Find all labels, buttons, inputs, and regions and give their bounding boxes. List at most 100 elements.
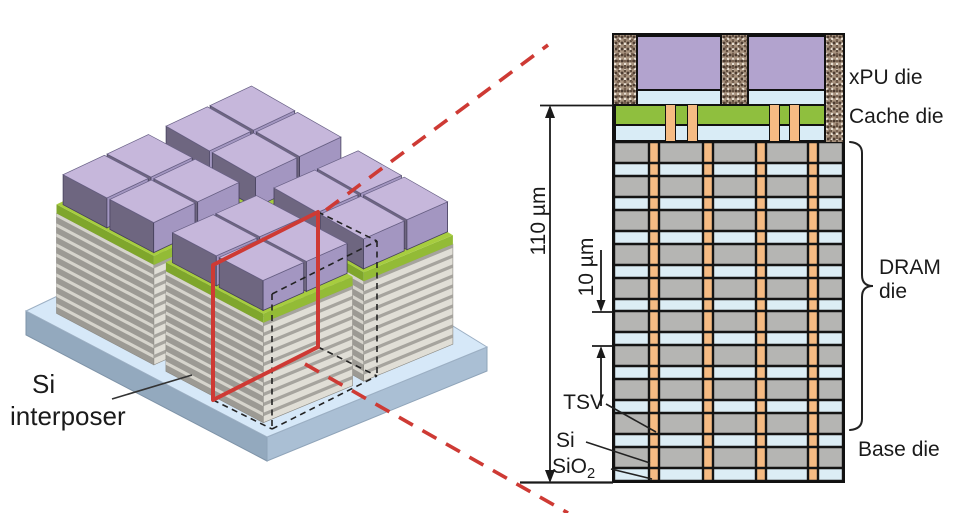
si-cell — [766, 345, 808, 367]
tsv-cell — [756, 175, 766, 197]
tsv-cell — [703, 209, 713, 231]
sio2-cell — [659, 163, 703, 176]
si-cell — [659, 209, 703, 231]
sio2-cell — [818, 196, 843, 210]
si-cell — [766, 379, 808, 401]
tsv-cell — [808, 311, 818, 333]
sio2-cell — [713, 163, 756, 176]
sio2-cell — [614, 468, 649, 481]
tsv-cell — [703, 400, 713, 414]
tsv-cell — [808, 298, 818, 312]
tsv-cell — [703, 447, 713, 469]
sio2-cell — [766, 163, 808, 176]
si-cell — [614, 447, 649, 469]
sio2-cell — [713, 400, 756, 414]
si-cell — [713, 277, 756, 299]
sio2-cell — [766, 298, 808, 312]
tsv-cell — [756, 264, 766, 278]
si-cell — [659, 142, 703, 163]
si-cell — [614, 345, 649, 367]
sio2-cell — [818, 468, 843, 481]
tsv-cell — [649, 209, 659, 231]
tsv-label: TSV — [563, 391, 604, 414]
sio2-cell — [818, 163, 843, 176]
sio2-cell — [766, 366, 808, 380]
si-cell — [659, 243, 703, 265]
sio2-cell — [659, 434, 703, 448]
si-cell — [614, 142, 649, 163]
sio2-cell — [659, 298, 703, 312]
section-plane-outline — [211, 210, 320, 402]
tsv-cell — [649, 447, 659, 469]
mold-column-left — [614, 35, 636, 106]
si-cell — [713, 447, 756, 469]
si-interposer-label-line2: interposer — [10, 401, 126, 431]
si-cell — [766, 142, 808, 163]
sio2-cell — [614, 163, 649, 176]
tsv-cell — [756, 366, 766, 380]
si-cell — [766, 209, 808, 231]
tsv-cell — [703, 243, 713, 265]
cache-tsv — [769, 104, 780, 142]
tsv-cell — [703, 196, 713, 210]
tsv-cell — [808, 142, 818, 163]
si-cell — [713, 345, 756, 367]
tsv-cell — [649, 230, 659, 244]
sio2-cell — [614, 298, 649, 312]
si-cell — [818, 447, 843, 469]
sio2-cell — [766, 400, 808, 414]
si-interposer-label-line1: Si — [32, 369, 56, 399]
tsv-cell — [756, 468, 766, 481]
tsv-cell — [649, 379, 659, 401]
sio2-cell — [766, 264, 808, 278]
tsv-cell — [756, 379, 766, 401]
tsv-cell — [703, 345, 713, 367]
si-cell — [614, 209, 649, 231]
tsv-cell — [808, 209, 818, 231]
tsv-cell — [649, 366, 659, 380]
sio2-cell — [766, 468, 808, 481]
tsv-cell — [756, 447, 766, 469]
si-cell — [818, 243, 843, 265]
sio2-cell — [713, 434, 756, 448]
tsv-cell — [703, 468, 713, 481]
package-3d-illustration — [24, 43, 569, 513]
si-cell — [614, 311, 649, 333]
si-cell — [614, 413, 649, 435]
tsv-cell — [808, 413, 818, 435]
si-cell — [818, 345, 843, 367]
xpu-die-2 — [747, 35, 826, 91]
sio2-cell — [818, 230, 843, 244]
sio2-cell — [818, 332, 843, 346]
sio2-cell — [818, 400, 843, 414]
tsv-cell — [703, 175, 713, 197]
si-cell — [614, 175, 649, 197]
tsv-cell — [649, 298, 659, 312]
sio2-cell — [659, 196, 703, 210]
sio2-cell — [614, 434, 649, 448]
sio2-cell — [659, 264, 703, 278]
tsv-cell — [703, 277, 713, 299]
tsv-cell — [649, 311, 659, 333]
tsv-cell — [756, 332, 766, 346]
tsv-cell — [808, 468, 818, 481]
tsv-cell — [756, 400, 766, 414]
tsv-cell — [649, 142, 659, 163]
dram-stack-grid — [614, 142, 843, 481]
si-cell — [614, 379, 649, 401]
si-cell — [659, 175, 703, 197]
si-cell — [659, 277, 703, 299]
si-cell — [818, 277, 843, 299]
sio2-cell — [818, 366, 843, 380]
tsv-cell — [808, 277, 818, 299]
tsv-cell — [703, 434, 713, 448]
section-leader-lines — [304, 43, 569, 513]
tsv-cell — [756, 142, 766, 163]
si-cell — [766, 175, 808, 197]
tsv-cell — [756, 196, 766, 210]
tsv-cell — [703, 264, 713, 278]
si-cell — [818, 311, 843, 333]
tsv-cell — [649, 332, 659, 346]
sio2-cell — [713, 264, 756, 278]
